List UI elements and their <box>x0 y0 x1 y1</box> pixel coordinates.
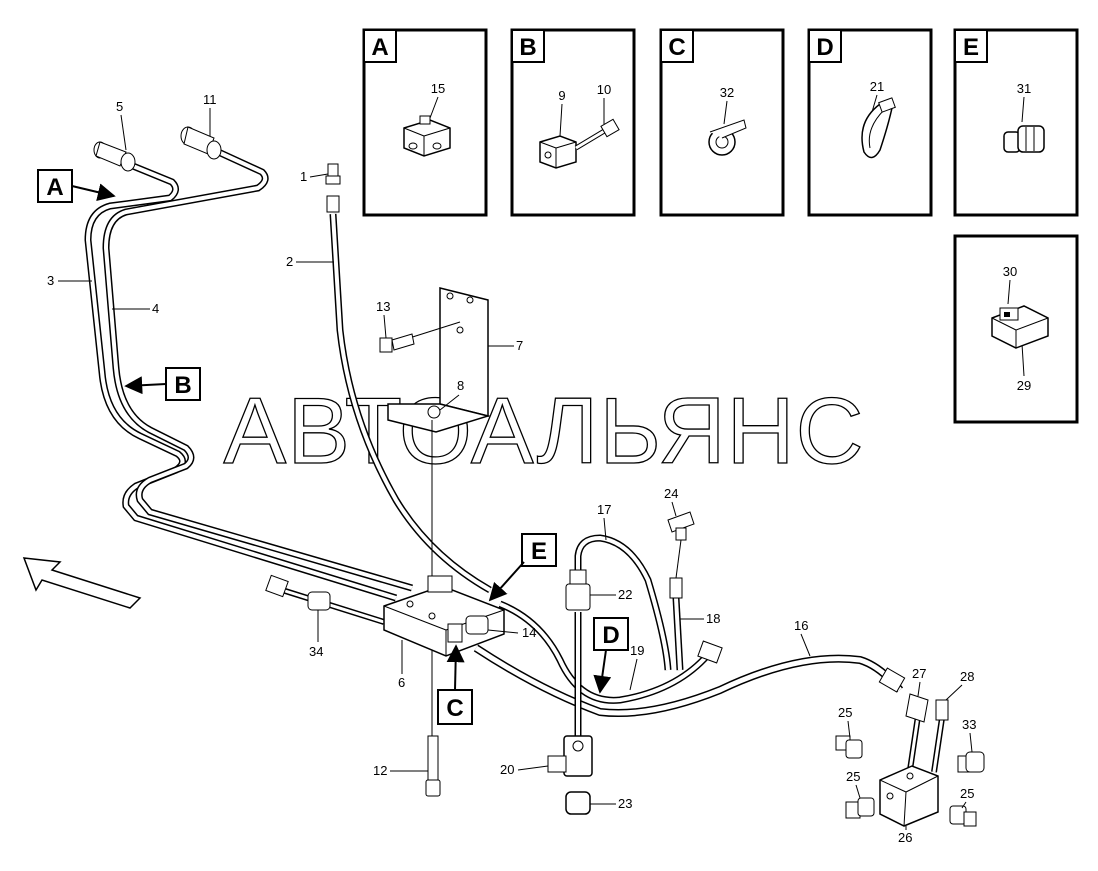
square-clamp-icon <box>539 135 577 169</box>
fitting-25-top-icon <box>835 735 863 759</box>
part-label-30: 30 <box>1003 264 1017 279</box>
part-label-29: 29 <box>1017 378 1031 393</box>
bracket-7-icon <box>387 287 491 433</box>
detail-box-e-letter: E <box>963 34 979 61</box>
part-label-12: 12 <box>373 763 387 778</box>
detail-box-d-letter: D <box>816 34 833 61</box>
detail-box-a-letter: A <box>371 34 388 61</box>
part-label-15: 15 <box>431 81 445 96</box>
fitting-25-left-icon <box>845 797 875 819</box>
detail-box-a: A 15 <box>362 28 488 217</box>
part-label-26: 26 <box>898 830 912 845</box>
part-label-31: 31 <box>1017 81 1031 96</box>
fitting-34-icon <box>265 574 331 611</box>
detail-box-b: B 9 10 <box>510 28 636 217</box>
tee-20-icon <box>547 735 593 777</box>
part-label-6: 6 <box>398 675 405 690</box>
fitting-24-icon <box>667 511 695 599</box>
part-label-22: 22 <box>618 587 632 602</box>
callout-tag-c: C <box>437 644 473 725</box>
fitting-1-icon <box>325 163 341 213</box>
part-label-13: 13 <box>376 299 390 314</box>
part-label-25-top: 25 <box>838 705 852 720</box>
part-label-24: 24 <box>664 486 678 501</box>
part-label-34: 34 <box>309 644 323 659</box>
part-label-33: 33 <box>962 717 976 732</box>
part-label-14: 14 <box>522 625 536 640</box>
svg-text:A: A <box>46 174 63 201</box>
block-26-icon <box>879 765 939 827</box>
part-label-2: 2 <box>286 254 293 269</box>
switch-icon <box>991 305 1049 349</box>
part-label-11: 11 <box>203 92 217 107</box>
part-label-16: 16 <box>794 618 808 633</box>
part-label-27: 27 <box>912 666 926 681</box>
direction-arrow-icon <box>22 557 142 609</box>
fitting-28-icon <box>935 699 949 721</box>
part-label-3: 3 <box>47 273 54 288</box>
fitting-11-icon <box>180 126 222 160</box>
detail-box-c-letter: C <box>668 34 685 61</box>
part-label-23: 23 <box>618 796 632 811</box>
callout-tag-e: E <box>488 533 557 602</box>
svg-text:C: C <box>446 695 463 722</box>
watermark-text: АВТОАЛЬЯНС <box>224 378 865 483</box>
svg-text:E: E <box>531 538 547 565</box>
clamp-block-icon <box>403 115 451 157</box>
fitting-5-icon <box>93 141 136 172</box>
valve-block-6-icon <box>383 575 505 657</box>
detail-box-switch: 30 29 <box>953 234 1079 424</box>
part-label-9: 9 <box>558 88 565 103</box>
part-label-25-right: 25 <box>960 786 974 801</box>
part-label-1: 1 <box>300 169 307 184</box>
callout-tag-b: B <box>124 367 201 401</box>
part-label-10: 10 <box>597 82 611 97</box>
cable-tie-icon <box>861 97 896 159</box>
fitting-33-icon <box>957 751 985 773</box>
fitting-27-icon <box>905 693 929 723</box>
detail-box-e: E 31 <box>953 28 1079 217</box>
nut-23-icon <box>565 791 591 815</box>
svg-text:B: B <box>174 372 191 399</box>
callout-tag-a: A <box>37 169 116 203</box>
detail-box-c: C 32 <box>659 28 785 217</box>
part-labels: 1 2 3 4 5 6 7 8 11 12 13 14 16 17 18 19 … <box>47 92 976 845</box>
part-label-21: 21 <box>870 79 884 94</box>
callout-tag-d: D <box>593 617 629 694</box>
fitting-16-end-icon <box>697 640 906 693</box>
detail-box-b-letter: B <box>519 34 536 61</box>
part-label-18: 18 <box>706 611 720 626</box>
part-label-32: 32 <box>720 85 734 100</box>
part-label-20: 20 <box>500 762 514 777</box>
plug-fitting-icon <box>1003 125 1045 153</box>
bolt-icon <box>574 118 620 151</box>
part-label-5: 5 <box>116 99 123 114</box>
part-label-25-left: 25 <box>846 769 860 784</box>
part-label-4: 4 <box>152 301 159 316</box>
svg-text:D: D <box>602 622 619 649</box>
part-label-19: 19 <box>630 643 644 658</box>
bolt-12-icon <box>425 735 441 797</box>
fitting-22-icon <box>565 569 591 611</box>
fitting-25-right-icon <box>949 805 977 827</box>
p-clip-icon <box>708 119 747 156</box>
part-label-17: 17 <box>597 502 611 517</box>
detail-box-d: D 21 <box>807 28 933 217</box>
tubes <box>84 146 945 773</box>
part-label-8: 8 <box>457 378 464 393</box>
part-label-7: 7 <box>516 338 523 353</box>
part-label-28: 28 <box>960 669 974 684</box>
